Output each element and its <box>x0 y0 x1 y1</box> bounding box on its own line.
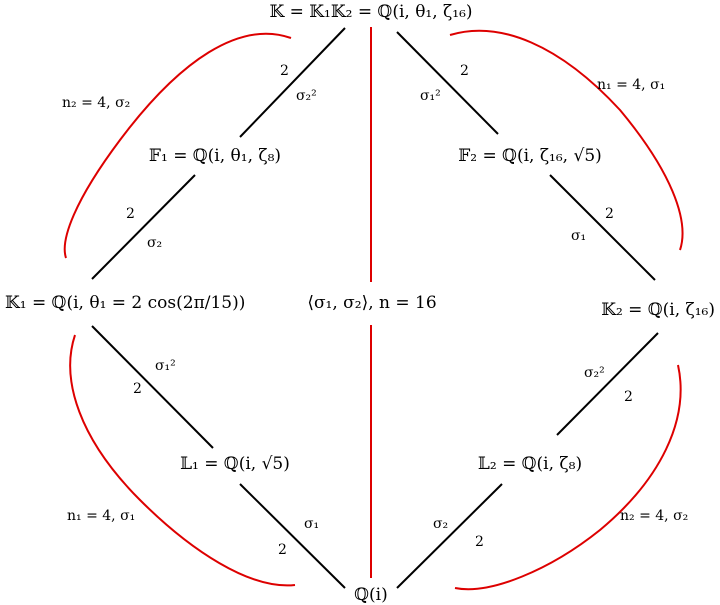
arc-label-bottom-right: n₂ = 4, σ₂ <box>620 508 688 524</box>
deg-f1-k1: 2 <box>126 206 135 222</box>
edge-f1-k1 <box>91 174 196 280</box>
auto-l2-q: σ₂ <box>433 516 448 532</box>
node-q: ℚ(i) <box>354 585 388 605</box>
deg-l1-q: 2 <box>278 542 287 558</box>
edge-l2-q <box>396 483 503 589</box>
deg-k1-l1: 2 <box>133 381 142 397</box>
arc-bottom-right <box>454 364 682 591</box>
node-l1: 𝕃₁ = ℚ(i, √5) <box>180 454 290 474</box>
arc-label-top-left: n₂ = 4, σ₂ <box>62 95 130 111</box>
auto-f1-k1: σ₂ <box>147 235 162 251</box>
arc-bottom-left <box>69 334 296 587</box>
edge-k-f1 <box>239 27 346 138</box>
node-f2: 𝔽₂ = ℚ(i, ζ₁₆, √5) <box>458 146 602 166</box>
arc-top-right <box>449 29 684 251</box>
node-k2: 𝕂₂ = ℚ(i, ζ₁₆) <box>601 300 715 320</box>
deg-f2-k2: 2 <box>605 206 614 222</box>
edge-k2-l2 <box>556 332 659 436</box>
deg-k2-l2: 2 <box>624 389 633 405</box>
edge-f2-k2 <box>549 174 656 281</box>
node-k: 𝕂 = 𝕂₁𝕂₂ = ℚ(i, θ₁, ζ₁₆) <box>269 2 472 22</box>
auto-k2-l2: σ₂² <box>584 365 605 381</box>
auto-f2-k2: σ₁ <box>571 228 586 244</box>
arc-label-top-right: n₁ = 4, σ₁ <box>597 77 665 93</box>
edge-k-f2 <box>396 31 499 135</box>
arc-label-bottom-left: n₁ = 4, σ₁ <box>67 508 135 524</box>
auto-k-f2: σ₁² <box>420 88 441 104</box>
node-k1: 𝕂₁ = ℚ(i, θ₁ = 2 cos(2π/15)) <box>5 293 245 313</box>
auto-l1-q: σ₁ <box>304 516 319 532</box>
deg-k-f1: 2 <box>280 63 289 79</box>
node-f1: 𝔽₁ = ℚ(i, θ₁, ζ₈) <box>149 146 281 166</box>
center-label: ⟨σ₁, σ₂⟩, n = 16 <box>307 293 436 313</box>
auto-k-f1: σ₂² <box>296 88 317 104</box>
deg-k-f2: 2 <box>460 63 469 79</box>
auto-k1-l1: σ₁² <box>155 358 176 374</box>
deg-l2-q: 2 <box>475 534 484 550</box>
arc-top-left <box>63 32 292 259</box>
edge-l1-q <box>239 483 346 589</box>
node-l2: 𝕃₂ = ℚ(i, ζ₈) <box>478 454 582 474</box>
edge-k1-l1 <box>91 325 214 449</box>
